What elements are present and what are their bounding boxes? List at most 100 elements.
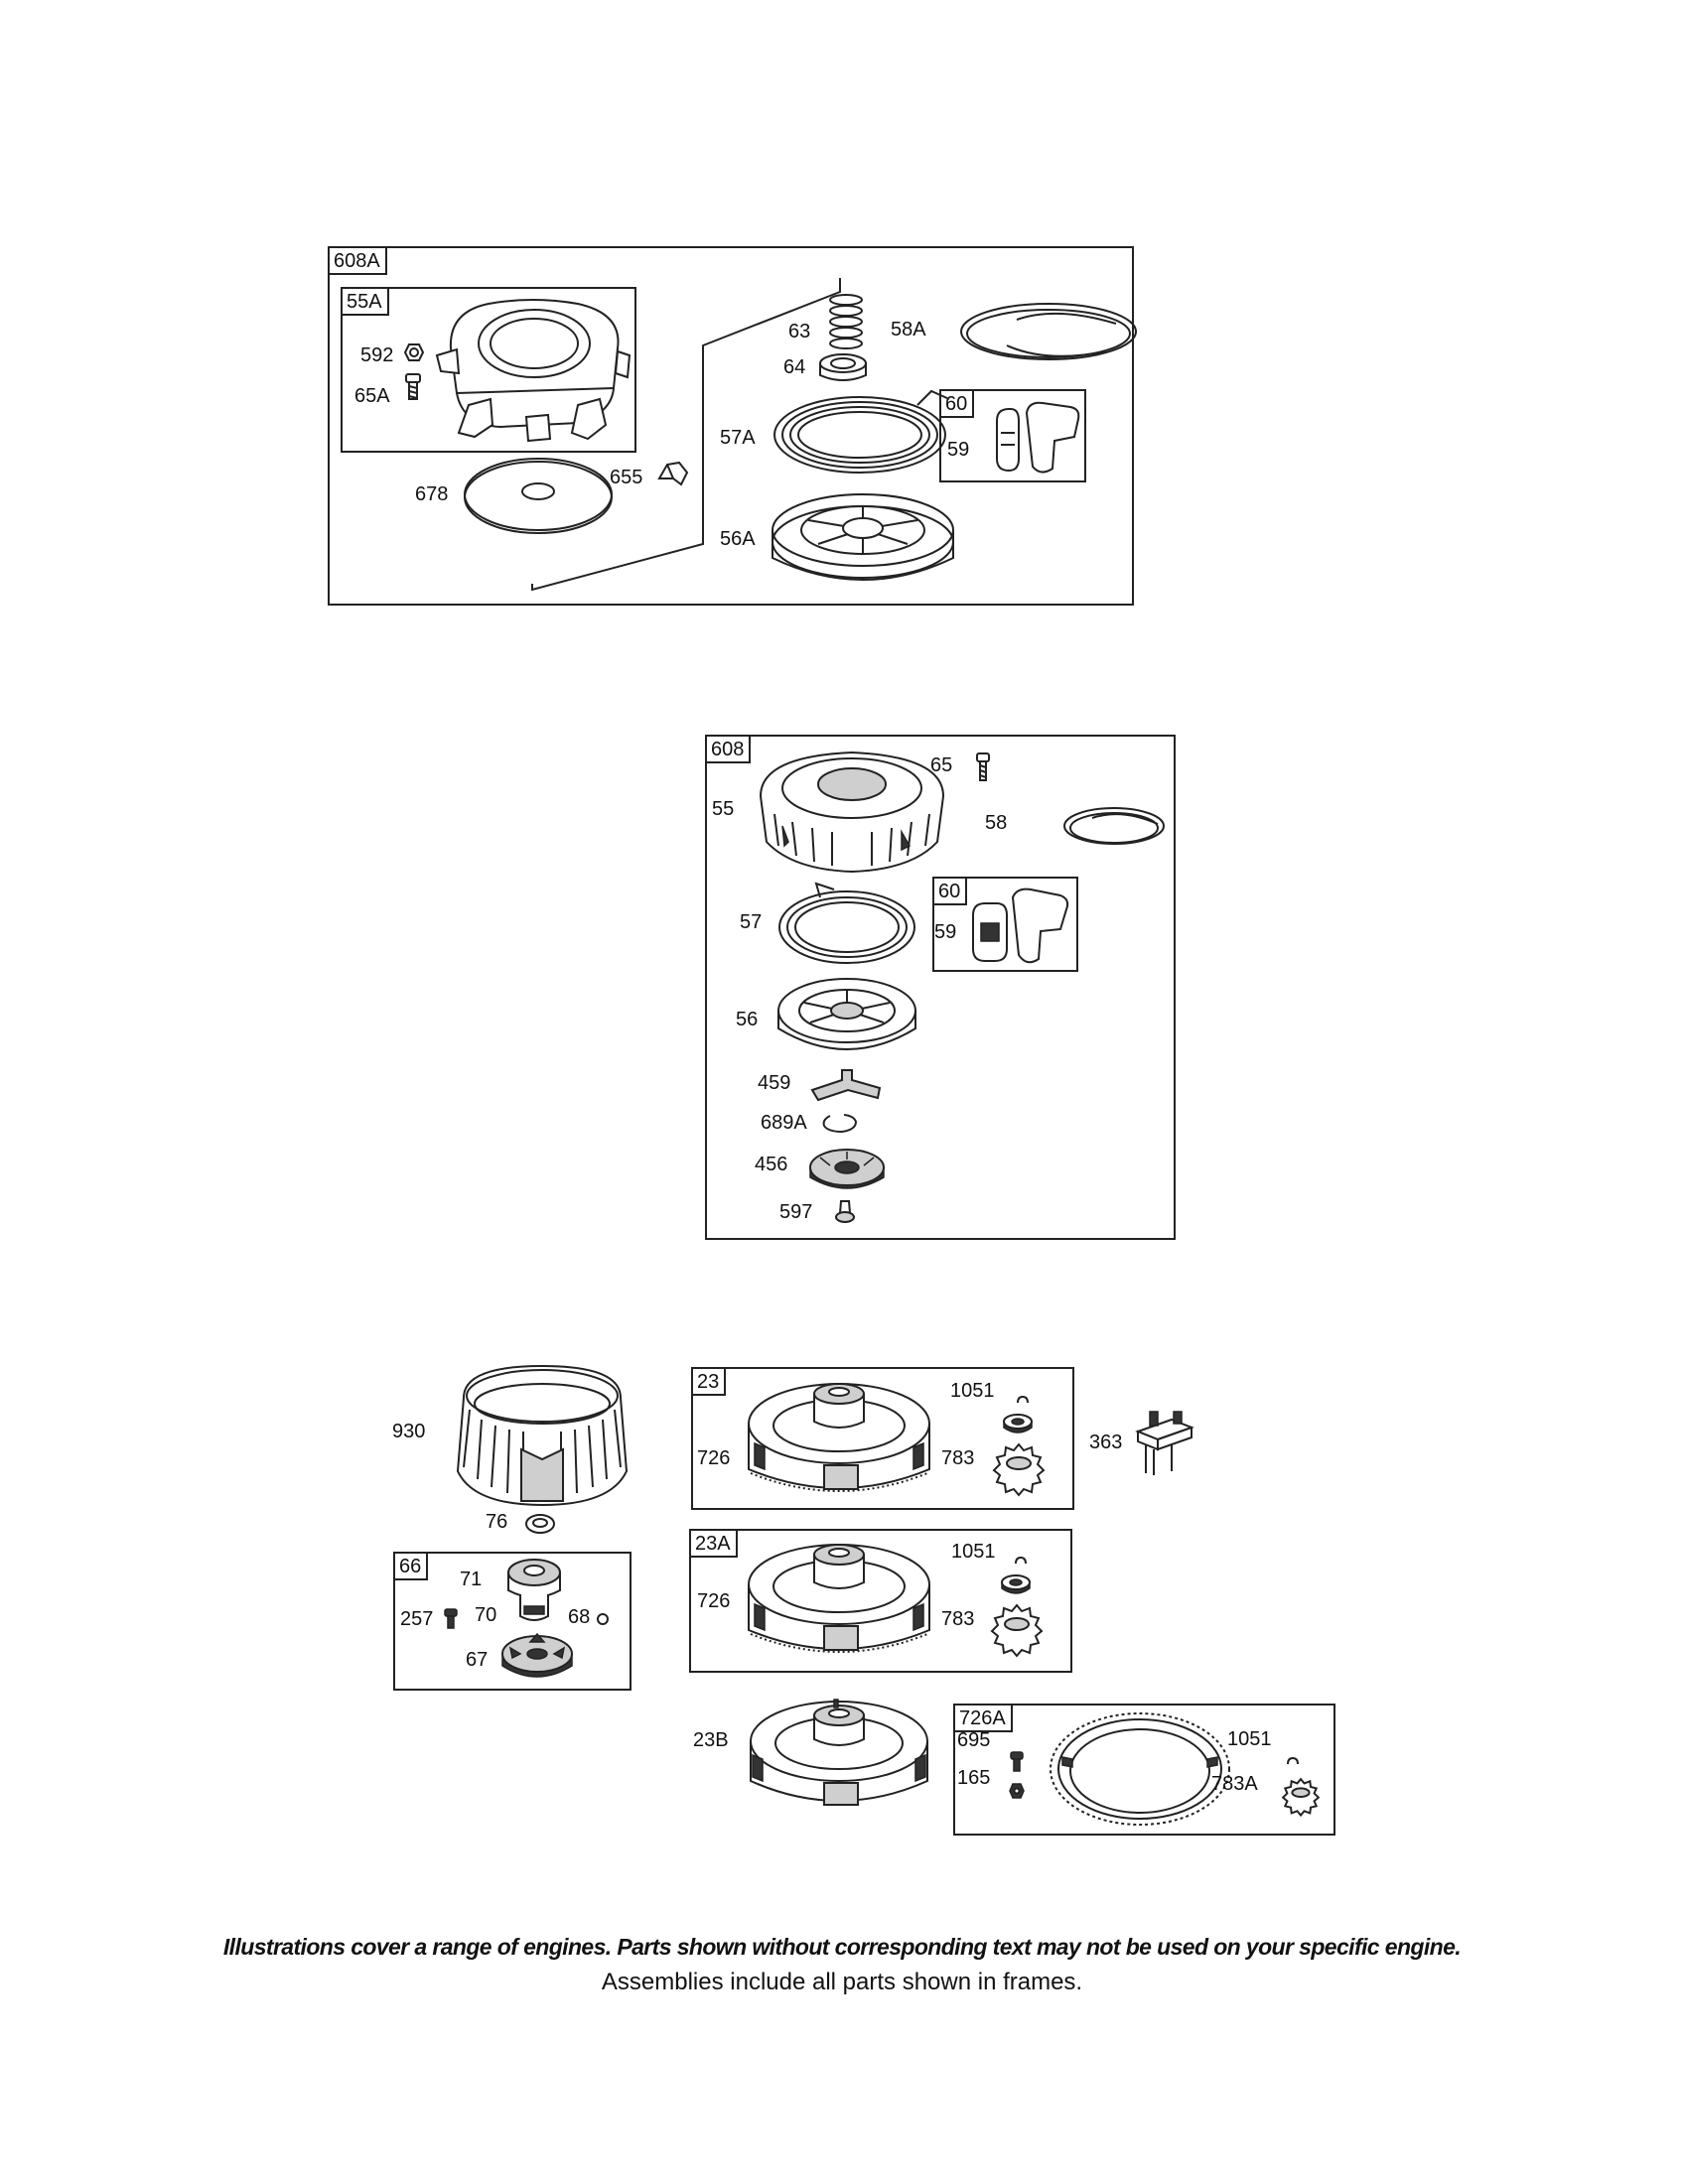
callout-63: 63 [788,321,811,342]
screw-65A-icon [403,373,423,401]
starter-handle-60-upper [989,397,1082,478]
callout-64: 64 [783,356,806,378]
screw-695-icon [1009,1751,1025,1773]
callout-726-upper: 726 [697,1447,731,1469]
callout-459: 459 [758,1072,791,1094]
callout-689A: 689A [761,1112,807,1134]
key-1051-upper-icon [1015,1394,1031,1406]
frame-55A: 55A [341,287,636,453]
rope-58A [957,296,1142,367]
nut-592-icon [404,343,424,361]
callout-257: 257 [400,1608,434,1630]
callout-456: 456 [755,1154,788,1175]
frame-23: 23 [691,1367,1074,1510]
screw-65-icon [975,752,991,782]
notice-disclaimer: Illustrations cover a range of engines. … [222,1934,1462,1960]
nut-165-icon [1009,1783,1025,1799]
screw-597-icon [834,1199,856,1225]
gear-783A-icon [1281,1777,1321,1817]
callout-1051-middle: 1051 [951,1541,996,1563]
flywheel-23B [745,1686,933,1821]
frame-60-lower: 60 [932,877,1078,972]
callout-68: 68 [568,1606,591,1628]
callout-592: 592 [360,344,394,366]
washer-76-icon [524,1513,556,1535]
callout-76: 76 [486,1511,508,1533]
retainer-64 [816,351,870,385]
callout-655: 655 [610,467,643,488]
callout-678: 678 [415,483,449,505]
callout-1051-lower: 1051 [1227,1728,1272,1750]
bracket-363 [1132,1410,1197,1477]
blower-housing-55A [429,294,632,445]
callout-930: 930 [392,1421,426,1442]
callout-59-lower: 59 [934,921,957,943]
frame-726A: 726A [953,1704,1335,1836]
rewind-spring-57A [769,387,957,477]
key-1051-middle-icon [1013,1555,1029,1567]
frame-tag-66: 66 [395,1554,429,1580]
callout-56: 56 [736,1009,759,1030]
starter-cup-71 [502,1557,566,1626]
starter-handle-60-lower [969,886,1072,967]
rope-58 [1062,804,1166,850]
callout-58: 58 [985,812,1008,834]
notice-assemblies: Assemblies include all parts shown in fr… [601,1969,1083,1995]
frame-tag-60-upper: 60 [941,391,975,418]
plate-678 [463,455,614,534]
callout-58A: 58A [891,319,926,341]
footer-notice: Illustrations cover a range of engines. … [0,1934,1684,1996]
frame-608: 608 [705,735,1176,1240]
frame-23A: 23A [689,1529,1072,1673]
callout-597: 597 [779,1201,813,1223]
callout-783-middle: 783 [941,1608,975,1630]
callout-783A: 783A [1211,1773,1258,1795]
frame-tag-608A: 608A [330,248,387,275]
callout-165: 165 [957,1767,991,1789]
callout-65: 65 [930,754,953,776]
frame-60-upper: 60 [939,389,1086,482]
callout-55: 55 [712,798,735,820]
frame-608A: 608A [328,246,1134,606]
screw-257-icon [443,1608,459,1630]
dog-459-icon [808,1066,884,1104]
pulley-56A [769,490,957,602]
callout-56A: 56A [720,528,756,550]
blower-housing-55 [753,747,951,876]
gear-783-middle-icon [989,1602,1045,1658]
frame-tag-55A: 55A [343,289,389,316]
rotating-screen-930 [452,1360,632,1507]
clip-689A-icon [820,1112,860,1134]
callout-726-lower: 726 [697,1590,731,1612]
flywheel-726-upper [745,1374,933,1507]
callout-71: 71 [460,1569,483,1590]
callout-363: 363 [1089,1432,1123,1453]
ring-gear-726A [1045,1707,1235,1831]
frame-608A-divider [526,276,844,594]
callout-695: 695 [957,1729,991,1751]
callout-70: 70 [475,1604,497,1626]
callout-23B: 23B [693,1729,729,1751]
spring-63 [826,294,866,353]
callout-65A: 65A [354,385,390,407]
callout-57A: 57A [720,427,756,449]
ball-68-icon [596,1612,610,1626]
key-1051-lower-icon [1285,1755,1301,1767]
ratchet-67 [498,1628,576,1688]
frame-66: 66 [393,1552,632,1691]
rewind-spring-57 [774,878,919,969]
frame-tag-608: 608 [707,737,752,763]
frame-tag-726A: 726A [955,1706,1013,1732]
callout-59-upper: 59 [947,439,970,461]
frame-tag-23: 23 [693,1369,727,1396]
callout-783-upper: 783 [941,1447,975,1469]
frame-tag-60-lower: 60 [934,879,968,905]
callout-1051-upper: 1051 [950,1380,995,1402]
pulley-56 [774,973,919,1070]
ratchet-456 [806,1144,888,1199]
callout-57: 57 [740,911,763,933]
washer-1051-upper [1001,1412,1035,1437]
frame-tag-23A: 23A [691,1531,738,1558]
gear-783-upper-icon [991,1441,1047,1497]
